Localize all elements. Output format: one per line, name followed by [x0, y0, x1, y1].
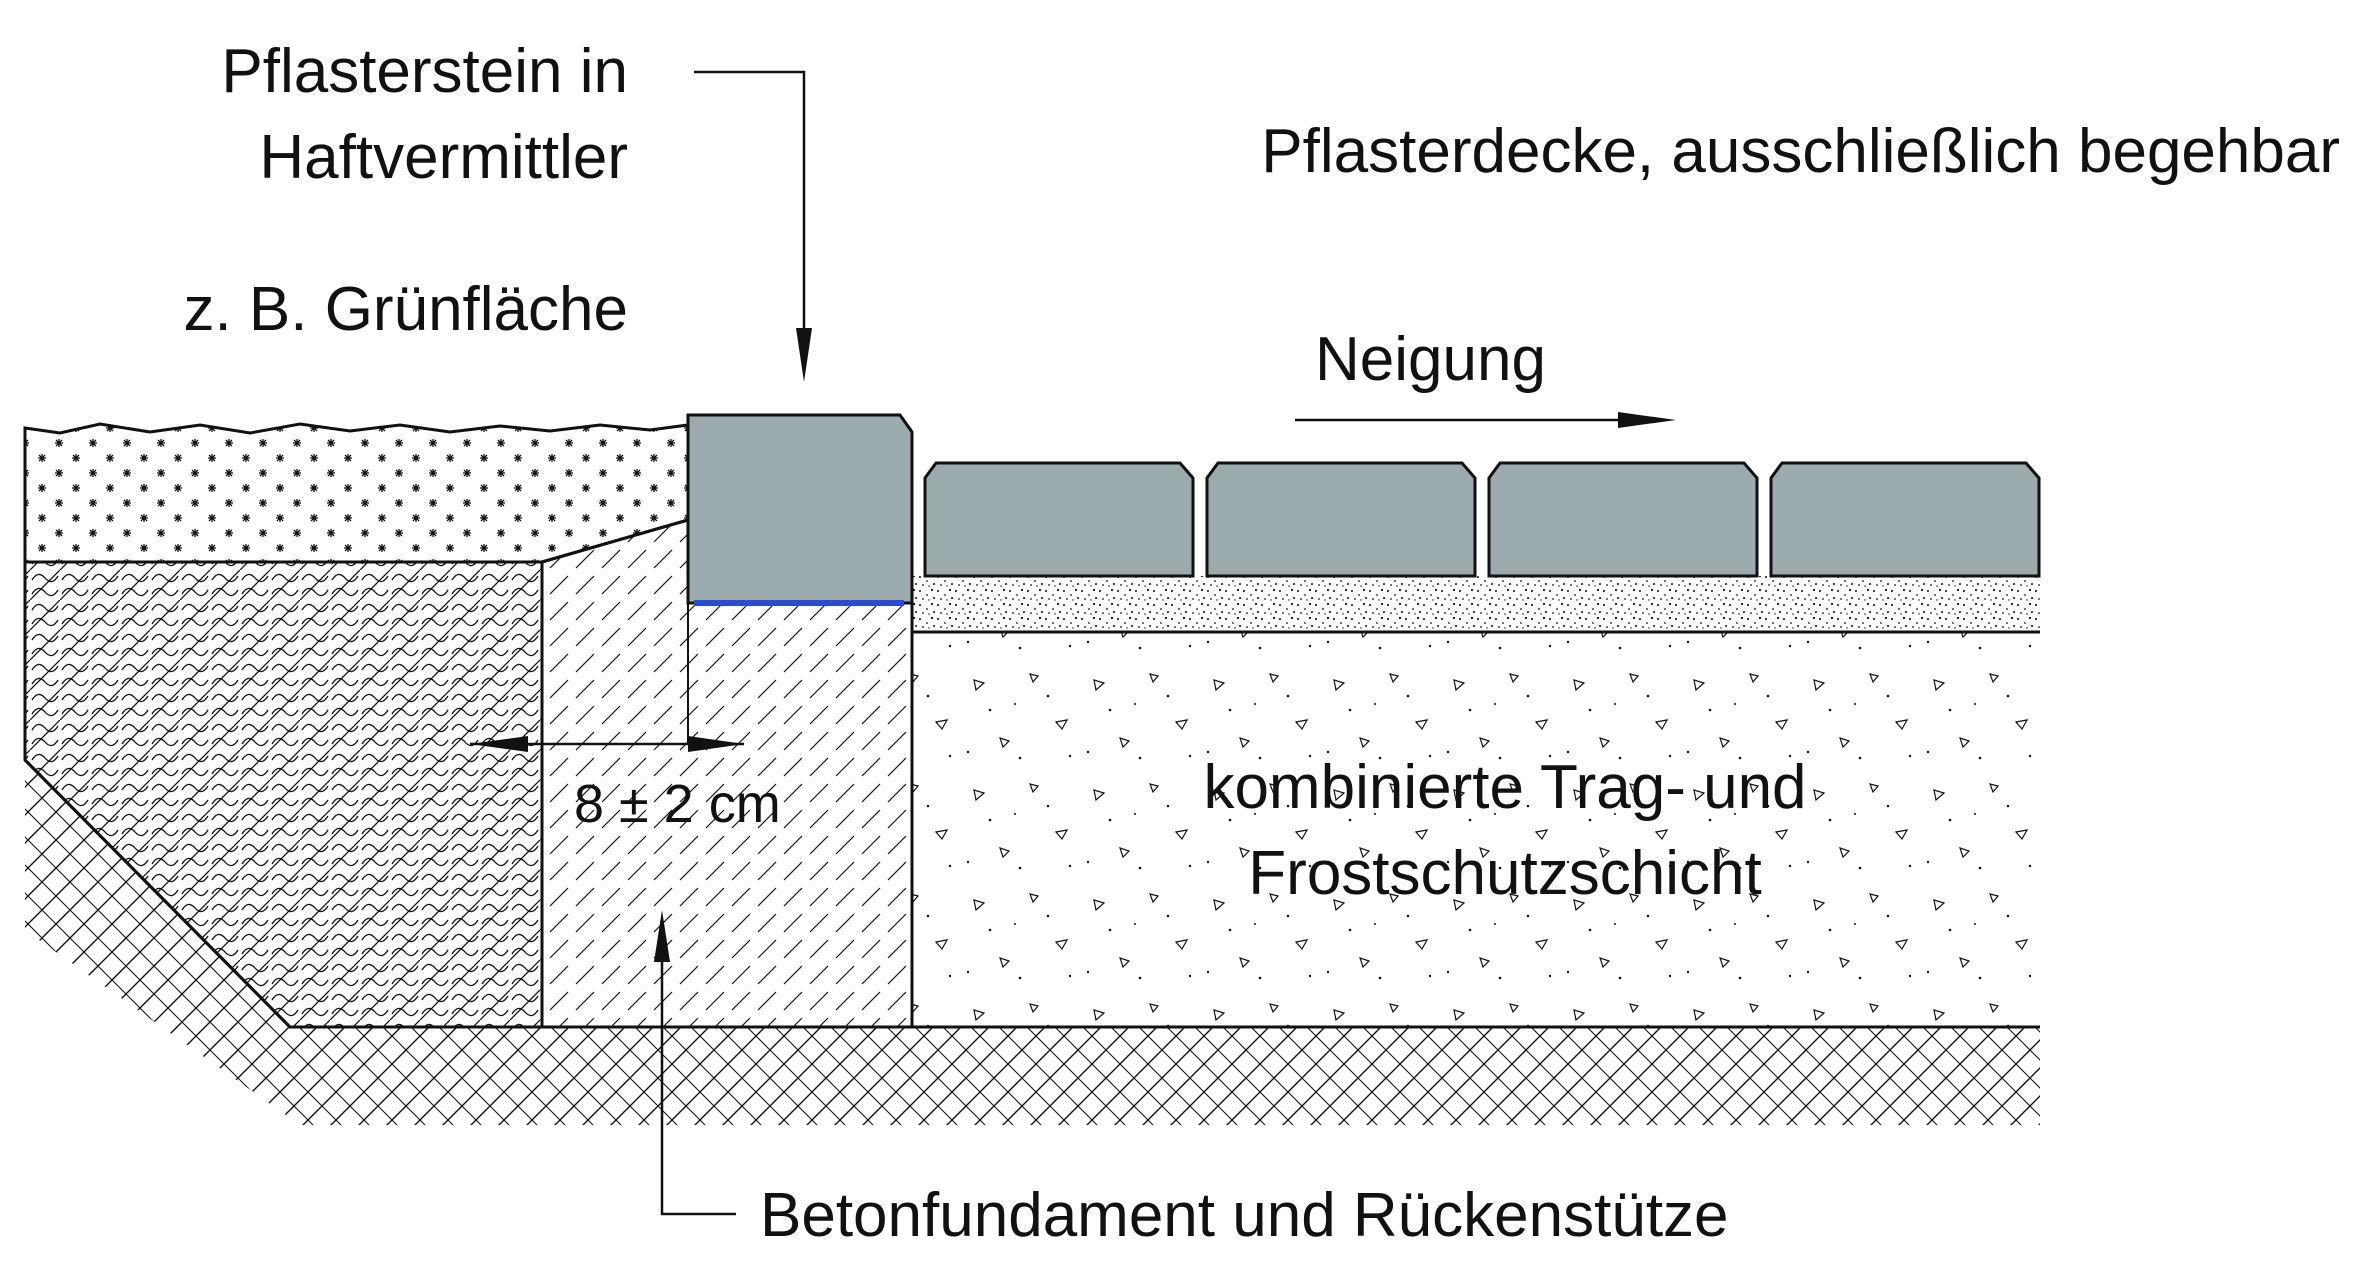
paving-stone [1487, 461, 1759, 578]
paving-stone-label-line2: Haftvermittler [259, 123, 628, 192]
paving-stone [1205, 461, 1477, 578]
paving-stone [923, 461, 1195, 578]
paving-stone-leader-arrow [694, 70, 812, 382]
foundation-leader-arrow [654, 910, 736, 1216]
bedding-layer [912, 576, 2040, 632]
paving-stones [923, 461, 2041, 578]
base-layer-label-line1: kombinierte Trag- und [1203, 753, 1806, 822]
dimension-label: 8 ± 2 cm [574, 774, 781, 834]
base-layer-label-line2: Frostschutzschicht [1248, 839, 1761, 908]
slope-arrow [1295, 412, 1676, 428]
base-frost-layer [912, 630, 2040, 1029]
paving-stone [1769, 461, 2041, 578]
dimension-line [470, 603, 744, 752]
slope-label: Neigung [1315, 325, 1546, 394]
green-area-label: z. B. Grünfläche [183, 275, 628, 344]
foundation-label: Betonfundament und Rückenstütze [760, 1181, 1729, 1250]
pavement-title: Pflasterdecke, ausschließlich begehbar [1261, 117, 2340, 186]
paving-stone-label-line1: Pflasterstein in [221, 37, 628, 106]
topsoil-green-area [23, 422, 690, 564]
edge-paving-stone [686, 413, 914, 605]
